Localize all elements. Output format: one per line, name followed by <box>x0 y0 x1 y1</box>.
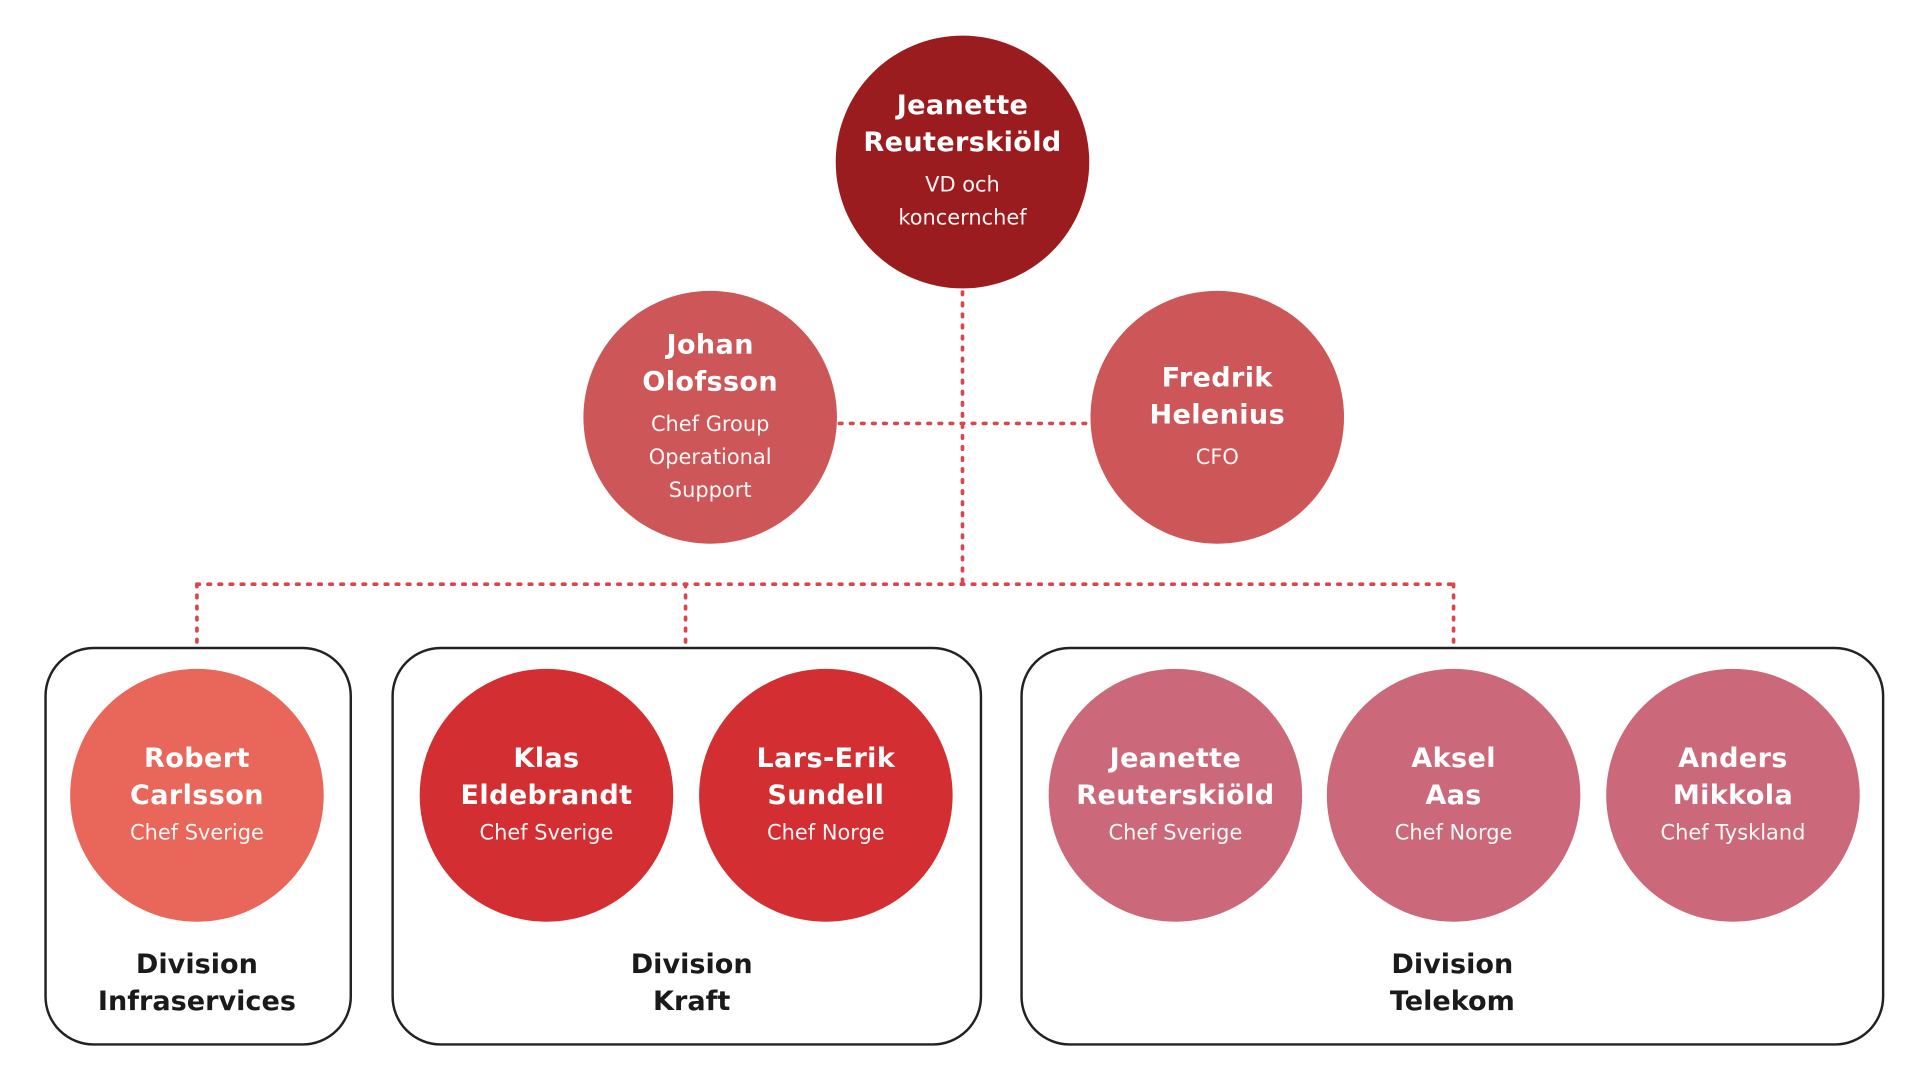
division-kraft-label: Division Kraft <box>630 949 753 1018</box>
person-name: Jeanette Reuterskiöld <box>1076 743 1275 811</box>
division-member-node: Robert Carlsson Chef Sverige <box>70 668 324 922</box>
person-name: Anders Mikkola <box>1672 743 1794 811</box>
person-role: Chef Group Operational Support <box>648 411 772 503</box>
person-role: Chef Norge <box>767 820 885 845</box>
executive-node: Fredrik Helenius CFO <box>1090 290 1345 544</box>
person-role: Chef Sverige <box>1108 820 1243 845</box>
division-member-node: Lars-Erik Sundell Chef Norge <box>699 668 953 922</box>
division-kraft-box <box>391 646 983 1046</box>
person-role: Chef Sverige <box>479 820 614 845</box>
ceo-node: Jeanette Reuterskiöld VD och koncernchef <box>835 35 1090 289</box>
person-role: Chef Norge <box>1394 820 1513 845</box>
person-role: Chef Tyskland <box>1660 820 1806 845</box>
division-infraservices-label: Division Infraservices <box>97 949 296 1018</box>
person-name: Fredrik Helenius <box>1149 362 1286 431</box>
person-name: Johan Olofsson <box>642 329 779 398</box>
division-telekom-box <box>1020 646 1885 1046</box>
person-name: Robert Carlsson <box>130 743 264 811</box>
division-telekom-label: Division Telekom <box>1389 949 1515 1018</box>
person-name: Klas Eldebrandt <box>460 743 633 811</box>
person-name: Jeanette Reuterskiöld <box>863 90 1062 159</box>
division-member-node: Anders Mikkola Chef Tyskland <box>1606 668 1860 922</box>
person-role: CFO <box>1195 444 1239 470</box>
person-name: Lars-Erik Sundell <box>756 743 896 811</box>
division-infraservices-box <box>44 646 353 1046</box>
division-member-node: Jeanette Reuterskiöld Chef Sverige <box>1048 668 1303 922</box>
person-role: Chef Sverige <box>129 820 264 845</box>
executive-node: Johan Olofsson Chef Group Operational Su… <box>583 290 837 544</box>
division-member-node: Klas Eldebrandt Chef Sverige <box>419 668 674 922</box>
division-member-node: Aksel Aas Chef Norge <box>1326 668 1581 922</box>
person-name: Aksel Aas <box>1411 743 1496 811</box>
person-role: VD och koncernchef <box>898 173 1027 231</box>
